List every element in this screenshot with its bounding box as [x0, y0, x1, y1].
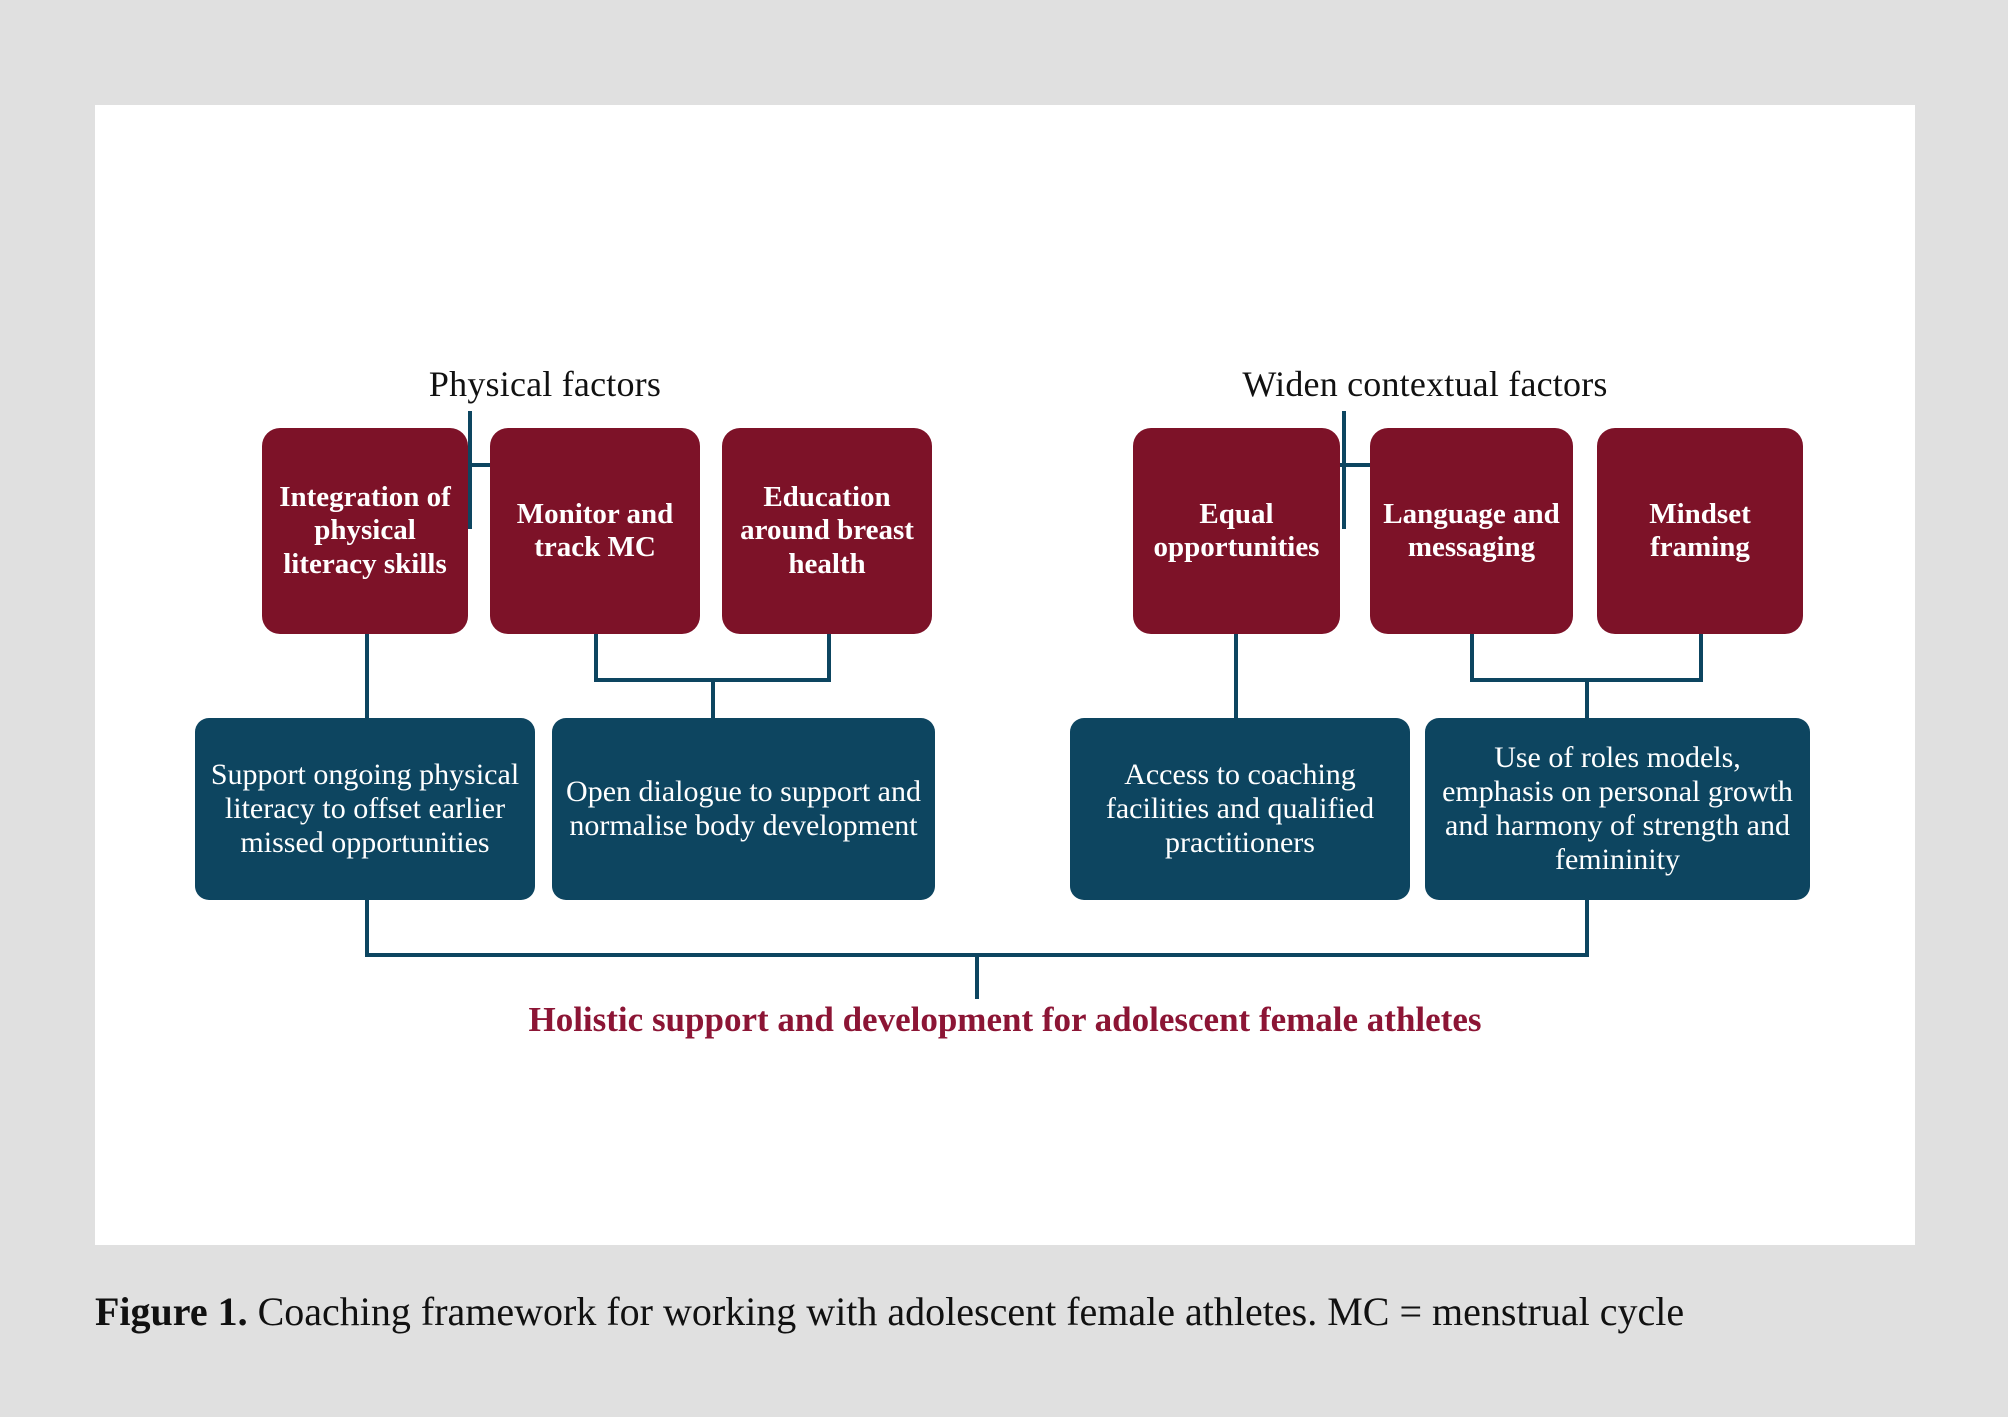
primary-node-equal-opportunities[interactable]: Equal opportunities [1133, 428, 1340, 634]
secondary-node-label: Access to coaching facilities and qualif… [1105, 757, 1375, 860]
connector-physical-heading-stem [468, 411, 472, 529]
connector-red4-drop [1470, 634, 1474, 682]
primary-node-monitor-track-mc[interactable]: Monitor and track MC [490, 428, 700, 634]
group-heading-contextual: Widen contextual factors [1242, 364, 1608, 404]
secondary-node-access-coaching-facilities[interactable]: Access to coaching facilities and qualif… [1070, 718, 1410, 900]
primary-node-label: Education around breast health [740, 481, 914, 580]
secondary-node-label: Support ongoing physical literacy to off… [210, 757, 520, 860]
secondary-node-open-dialogue-body-development[interactable]: Open dialogue to support and normalise b… [552, 718, 935, 900]
primary-node-education-breast-health[interactable]: Education around breast health [722, 428, 932, 634]
primary-node-label: Language and messaging [1383, 497, 1560, 563]
primary-node-integration-physical-literacy[interactable]: Integration of physical literacy skills [262, 428, 468, 634]
primary-node-mindset-framing[interactable]: Mindset framing [1597, 428, 1803, 634]
connector-red1-drop [594, 634, 598, 682]
connector-contextual-heading-stem [1342, 411, 1346, 529]
secondary-node-label: Open dialogue to support and normalise b… [566, 774, 921, 842]
summary-statement: Holistic support and development for ado… [528, 1000, 1482, 1039]
figure-panel: Physical factors Widen contextual factor… [95, 105, 1915, 1245]
primary-node-label: Integration of physical literacy skills [279, 481, 451, 580]
primary-node-label: Equal opportunities [1153, 497, 1320, 563]
coaching-framework-diagram: Physical factors Widen contextual factor… [95, 105, 1915, 1245]
figure-caption: Figure 1. Coaching framework for working… [95, 1288, 1955, 1335]
connector-red0-to-teal0 [365, 634, 369, 720]
connector-red5-drop [1699, 634, 1703, 682]
connector-teal3-drop-to-summary [1585, 900, 1589, 957]
connector-merge-stem-to-teal3 [1585, 678, 1589, 720]
secondary-node-label: Use of roles models, emphasis on persona… [1442, 740, 1793, 877]
connector-teal0-drop-to-summary [365, 900, 369, 957]
connector-summary-stem [975, 953, 979, 999]
figure-caption-text: Coaching framework for working with adol… [247, 1289, 1685, 1334]
secondary-node-use-of-role-models[interactable]: Use of roles models, emphasis on persona… [1425, 718, 1810, 900]
figure-caption-label: Figure 1. [95, 1289, 248, 1334]
secondary-node-support-ongoing-physical-literacy[interactable]: Support ongoing physical literacy to off… [195, 718, 535, 900]
connector-red3-to-teal2 [1234, 634, 1238, 720]
primary-node-label: Mindset framing [1649, 497, 1751, 563]
connector-red2-drop [827, 634, 831, 682]
primary-node-label: Monitor and track MC [516, 497, 674, 563]
group-heading-physical: Physical factors [428, 364, 662, 404]
primary-node-language-messaging[interactable]: Language and messaging [1370, 428, 1573, 634]
connector-merge-stem-to-teal1 [711, 678, 715, 720]
